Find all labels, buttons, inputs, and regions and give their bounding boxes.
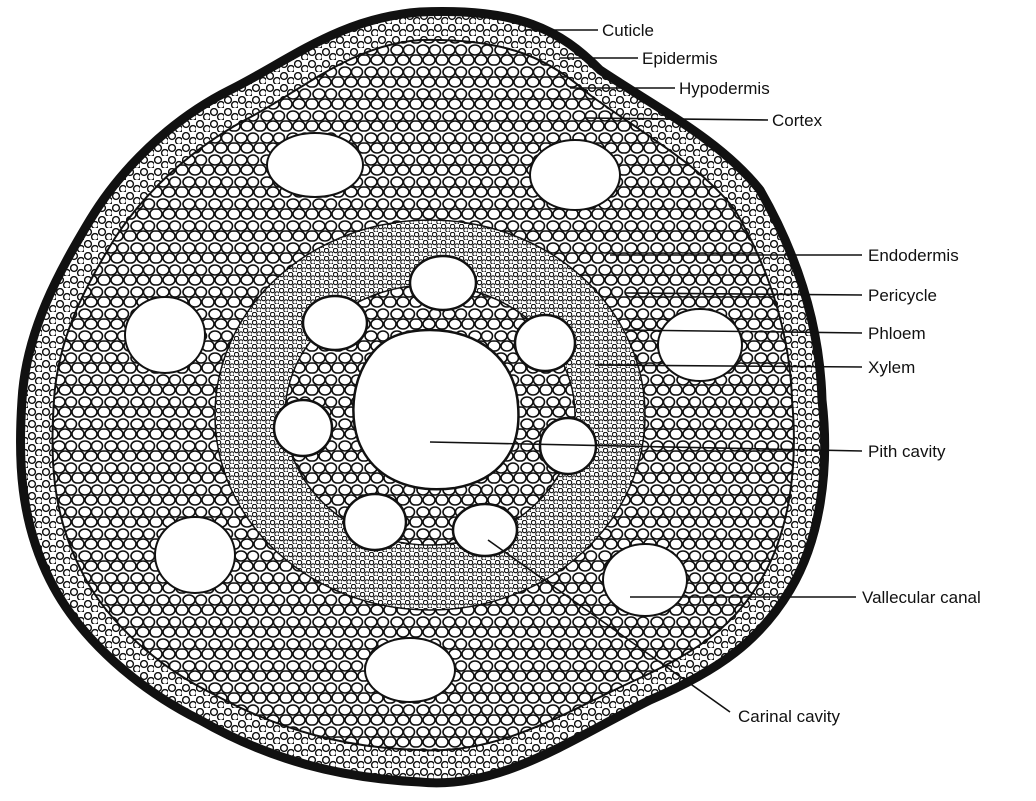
vallecular-canal xyxy=(125,297,205,373)
vallecular-canal xyxy=(155,517,235,593)
vallecular-canal xyxy=(603,544,687,616)
carinal-cavity xyxy=(274,400,332,456)
label-epidermis: Epidermis xyxy=(642,49,718,68)
pith-cavity xyxy=(353,330,518,489)
label-phloem: Phloem xyxy=(868,324,926,343)
label-pericycle: Pericycle xyxy=(868,286,937,305)
vallecular-canal xyxy=(658,309,742,381)
vallecular-canal xyxy=(267,133,363,197)
label-vallecular-canal: Vallecular canal xyxy=(862,588,981,607)
carinal-cavity xyxy=(344,494,406,550)
vallecular-canal xyxy=(365,638,455,702)
label-carinal-cavity: Carinal cavity xyxy=(738,707,841,726)
label-cortex: Cortex xyxy=(772,111,823,130)
label-hypodermis: Hypodermis xyxy=(679,79,770,98)
label-xylem: Xylem xyxy=(868,358,915,377)
carinal-cavity xyxy=(515,315,575,371)
carinal-cavity xyxy=(453,504,517,556)
label-pith-cavity: Pith cavity xyxy=(868,442,946,461)
carinal-cavity xyxy=(303,296,367,350)
label-cuticle: Cuticle xyxy=(602,21,654,40)
vallecular-canal xyxy=(530,140,620,210)
label-endodermis: Endodermis xyxy=(868,246,959,265)
carinal-cavity xyxy=(410,256,476,310)
